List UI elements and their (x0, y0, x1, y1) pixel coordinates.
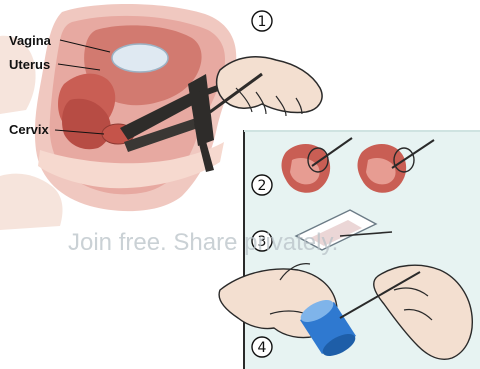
bladder-shape (112, 44, 168, 72)
step-1-number: 1 (258, 14, 267, 30)
label-cervix: Cervix (9, 122, 50, 137)
step-4-number: 4 (258, 340, 267, 356)
label-vagina: Vagina (9, 33, 52, 48)
label-uterus: Uterus (9, 57, 50, 72)
watermark-text: Join free. Share privately. (68, 229, 338, 256)
step-2-number: 2 (258, 178, 267, 194)
gloved-hand-icon (210, 57, 322, 116)
